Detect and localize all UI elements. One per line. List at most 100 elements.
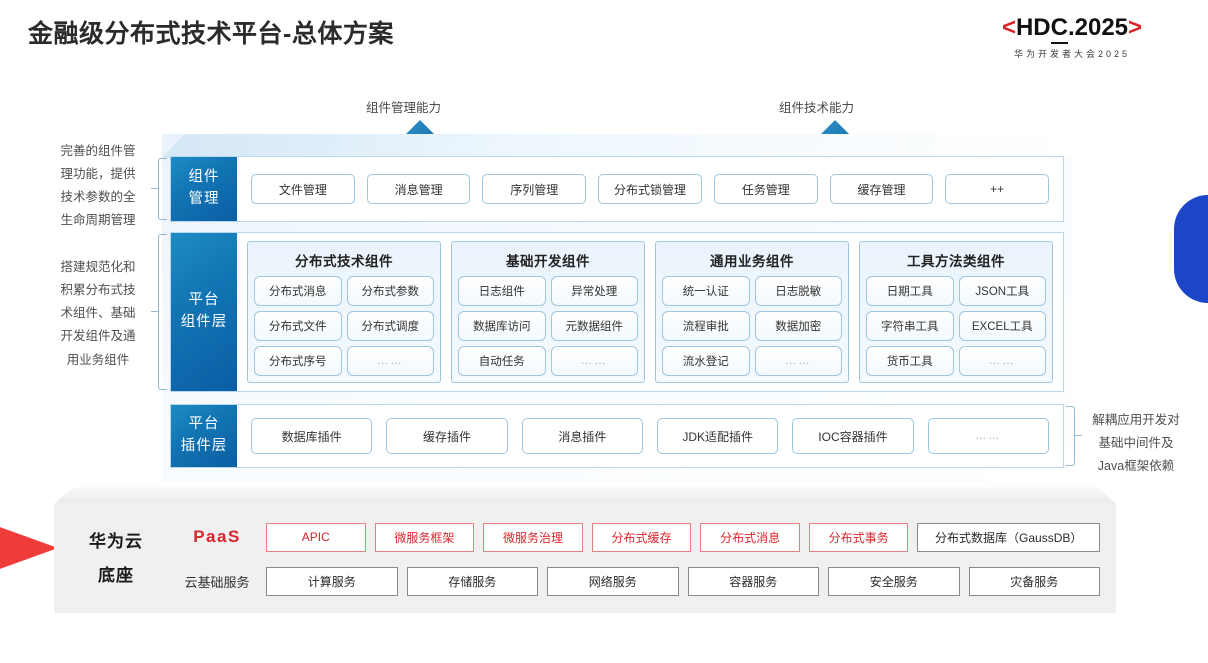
chip-g2-4[interactable]: 流水登记 [662,346,750,376]
chip-plugin-4[interactable]: IOC容器插件 [792,418,914,454]
paas-label: PaaS [193,527,241,546]
bracket-right-plugin-layer [1066,406,1075,466]
note-line: 技术参数的全 [60,190,136,205]
group-tool-methods: 工具方法类组件 日期工具 JSON工具 字符串工具 EXCEL工具 货币工具 …… [859,241,1053,383]
bracket-tick-1 [151,188,158,190]
row-platform-component-layer: 平台 组件层 分布式技术组件 分布式消息 分布式参数 分布式文件 分布式调度 分… [170,232,1064,392]
arrow-caption-right: 组件技术能力 [779,101,855,115]
group-grid-3: 日期工具 JSON工具 字符串工具 EXCEL工具 货币工具 …… [866,276,1046,376]
chip-g3-5[interactable]: …… [958,346,1046,376]
chip-component-management-0[interactable]: 文件管理 [251,174,355,204]
platform-component-groups: 分布式技术组件 分布式消息 分布式参数 分布式文件 分布式调度 分布式序号 ……… [237,233,1063,391]
chip-plugin-1[interactable]: 缓存插件 [386,418,508,454]
chip-g0-0[interactable]: 分布式消息 [254,276,342,306]
chip-g2-0[interactable]: 统一认证 [662,276,750,306]
logo-close-bracket: > [1128,14,1143,41]
chip-g1-3[interactable]: 元数据组件 [550,311,638,341]
chip-g0-4[interactable]: 分布式序号 [254,346,342,376]
logo-text-c: .2025 [1067,14,1129,41]
basic-services-items: 计算服务 存储服务 网络服务 容器服务 安全服务 灾备服务 [266,566,1100,596]
cbox-paas-gaussdb[interactable]: 分布式数据库（GaussDB） [917,522,1100,552]
group-title-2: 通用业务组件 [710,254,794,269]
cbox-basic-1[interactable]: 存储服务 [406,566,538,596]
chip-component-management-1[interactable]: 消息管理 [366,174,471,204]
cloud-base-rows: PaaS APIC 微服务框架 微服务治理 分布式缓存 分布式消息 分布式事务 … [168,518,1100,600]
note-line: 积累分布式技 [60,283,136,298]
cloud-base-label: 华为云 底座 [70,518,162,600]
cbox-paas-0[interactable]: APIC [266,522,366,552]
page-title: 金融级分布式技术平台-总体方案 [28,20,394,48]
chip-g0-1[interactable]: 分布式参数 [346,276,434,306]
group-distributed-tech: 分布式技术组件 分布式消息 分布式参数 分布式文件 分布式调度 分布式序号 …… [247,241,441,383]
cbox-paas-3[interactable]: 分布式缓存 [591,522,692,552]
cbox-basic-3[interactable]: 容器服务 [687,566,819,596]
red-decor-shape [0,512,58,584]
cbox-basic-0[interactable]: 计算服务 [266,566,398,596]
note-left-top: 完善的组件管理功能，提供技术参数的全生命周期管理 [42,140,154,233]
row-label-line-2: 管理 [188,191,220,207]
chip-plugin-0[interactable]: 数据库插件 [251,418,373,454]
cbox-basic-4[interactable]: 安全服务 [828,566,960,596]
cbox-paas-2[interactable]: 微服务治理 [483,522,583,552]
cbox-paas-4[interactable]: 分布式消息 [700,522,800,552]
chip-g3-3[interactable]: EXCEL工具 [958,311,1046,341]
chip-component-management-6[interactable]: ++ [945,174,1050,204]
chip-g0-3[interactable]: 分布式调度 [346,311,434,341]
chip-g1-4[interactable]: 自动任务 [458,346,546,376]
chip-component-management-5[interactable]: 缓存管理 [829,174,934,204]
chip-plugin-2[interactable]: 消息插件 [521,418,643,454]
group-basic-dev: 基础开发组件 日志组件 异常处理 数据库访问 元数据组件 自动任务 …… [451,241,645,383]
chip-g0-5[interactable]: …… [346,346,434,376]
chip-g1-1[interactable]: 异常处理 [550,276,638,306]
row-component-management: 组件 管理 文件管理 消息管理 序列管理 分布式锁管理 任务管理 缓存管理 ++ [170,156,1064,222]
cloud-base-bevel [54,487,1116,504]
bracket-tick-2 [151,311,158,313]
chip-g2-3[interactable]: 数据加密 [754,311,842,341]
chip-g2-5[interactable]: …… [754,346,842,376]
chip-g1-5[interactable]: …… [550,346,638,376]
basic-services-label: 云基础服务 [184,574,250,590]
arrow-caption-left: 组件管理能力 [366,101,442,115]
chip-plugin-5[interactable]: …… [927,418,1049,454]
cbox-basic-2[interactable]: 网络服务 [547,566,679,596]
cloud-row-paas: PaaS APIC 微服务框架 微服务治理 分布式缓存 分布式消息 分布式事务 … [168,518,1100,556]
cbox-paas-1[interactable]: 微服务框架 [374,522,475,552]
note-line: 搭建规范化和 [60,260,136,274]
group-grid-0: 分布式消息 分布式参数 分布式文件 分布式调度 分布式序号 …… [254,276,434,376]
hdc-logo-subtitle: 华为开发者大会2025 [1013,49,1131,59]
chip-g3-4[interactable]: 货币工具 [866,346,954,376]
group-common-business: 通用业务组件 统一认证 日志脱敏 流程审批 数据加密 流水登记 …… [655,241,849,383]
group-grid-1: 日志组件 异常处理 数据库访问 元数据组件 自动任务 …… [458,276,638,376]
hdc-logo: <HDC.2025> 华为开发者大会2025 [952,14,1192,60]
chip-g0-2[interactable]: 分布式文件 [254,311,342,341]
bracket-left-component-management [158,158,167,220]
logo-text-a: HD [1015,14,1051,41]
chip-g2-1[interactable]: 日志脱敏 [754,276,842,306]
chip-g1-0[interactable]: 日志组件 [458,276,546,306]
bracket-left-platform-component [158,234,167,390]
chip-component-management-4[interactable]: 任务管理 [713,174,818,204]
cbox-basic-5[interactable]: 灾备服务 [968,566,1100,596]
note-left-bottom: 搭建规范化和积累分布式技术组件、基础开发组件及通用业务组件 [42,256,154,372]
group-title-0: 分布式技术组件 [295,254,393,269]
note-line: 理功能，提供 [60,167,136,182]
note-line: 开发组件及通 [60,329,136,344]
chip-g3-2[interactable]: 字符串工具 [866,311,954,341]
diagram-backdrop-bevel [162,134,1072,158]
group-title-3: 工具方法类组件 [907,254,1005,269]
logo-text-b: C [1050,14,1068,44]
chip-g3-0[interactable]: 日期工具 [866,276,954,306]
row-label-component-management: 组件 管理 [171,157,237,221]
chip-component-management-3[interactable]: 分布式锁管理 [598,174,702,204]
note-line: 术组件、基础 [60,306,136,321]
chip-component-management-2[interactable]: 序列管理 [482,174,587,204]
chip-g3-1[interactable]: JSON工具 [958,276,1046,306]
note-line: 基础中间件及 [1098,436,1174,451]
cloud-base-label-line-2: 底座 [98,566,134,585]
chip-plugin-3[interactable]: JDK适配插件 [656,418,779,454]
chip-g1-2[interactable]: 数据库访问 [458,311,546,341]
component-management-items: 文件管理 消息管理 序列管理 分布式锁管理 任务管理 缓存管理 ++ [237,157,1063,221]
chip-g2-2[interactable]: 流程审批 [662,311,750,341]
cbox-paas-5[interactable]: 分布式事务 [808,522,909,552]
